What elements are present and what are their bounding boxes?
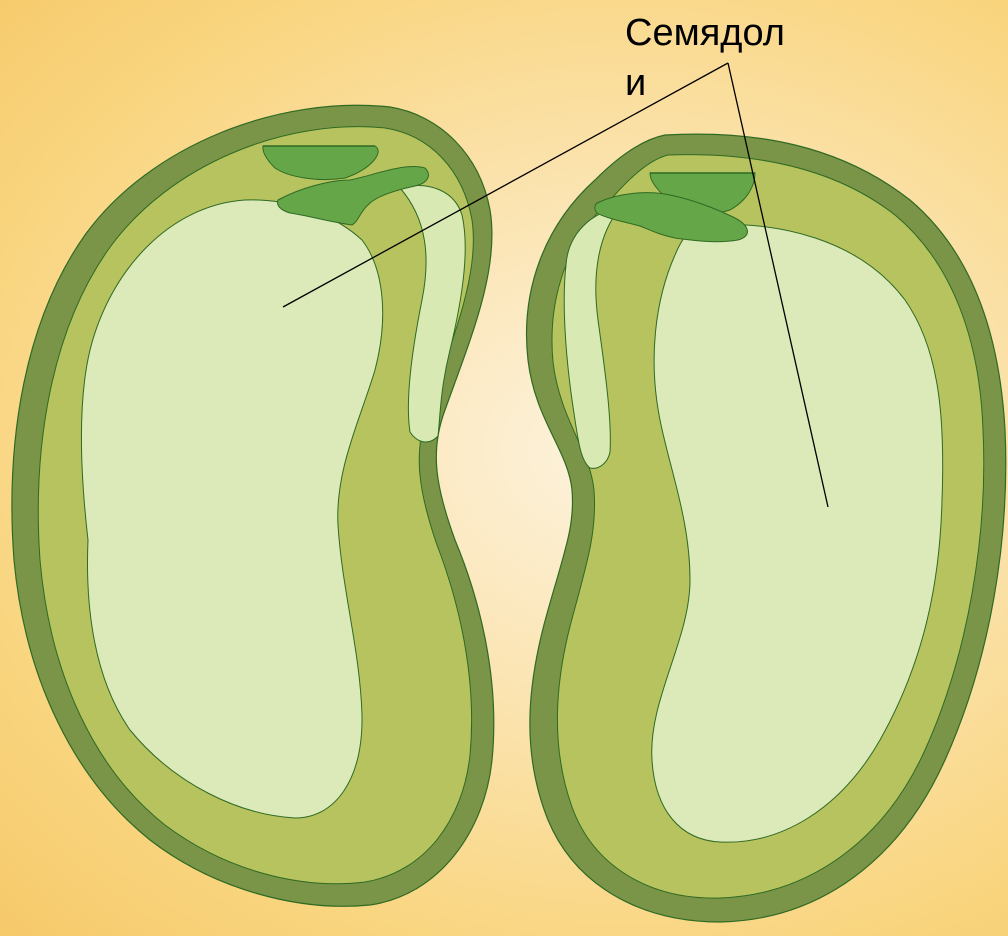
cotyledons-label-line-2: и <box>625 58 815 108</box>
cotyledons-label-line-1: Семядол <box>625 8 815 58</box>
left-seed-half <box>12 105 494 906</box>
right-seed-half <box>527 134 1006 922</box>
cotyledons-label: Семядол и <box>625 8 815 108</box>
left-cotyledon-inner <box>82 200 383 818</box>
